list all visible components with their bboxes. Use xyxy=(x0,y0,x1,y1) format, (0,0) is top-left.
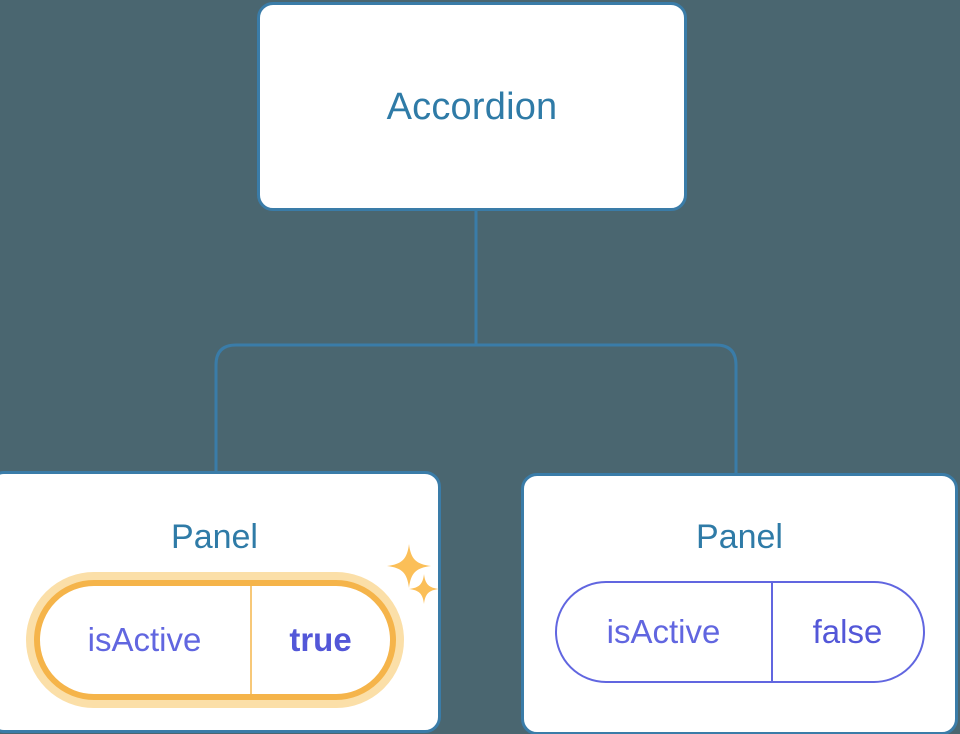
node-panel-active-title: Panel xyxy=(171,518,258,556)
node-panel-inactive[interactable]: Panel isActive false xyxy=(521,473,958,734)
prop-pill-highlight-glow: isActive true xyxy=(25,572,404,708)
node-panel-inactive-title: Panel xyxy=(696,518,783,556)
prop-pill-isactive-true[interactable]: isActive true xyxy=(33,580,396,700)
prop-value-label: false xyxy=(770,583,923,681)
prop-key-label: isActive xyxy=(606,613,721,650)
prop-pill-isactive-false[interactable]: isActive false xyxy=(554,581,925,683)
node-accordion-title: Accordion xyxy=(386,85,558,128)
node-accordion[interactable]: Accordion xyxy=(257,2,687,211)
prop-key-label: isActive xyxy=(87,621,202,658)
node-panel-active[interactable]: Panel isActive true xyxy=(0,471,441,733)
connector-branch-bar xyxy=(214,343,738,473)
prop-value-label: true xyxy=(249,586,390,694)
